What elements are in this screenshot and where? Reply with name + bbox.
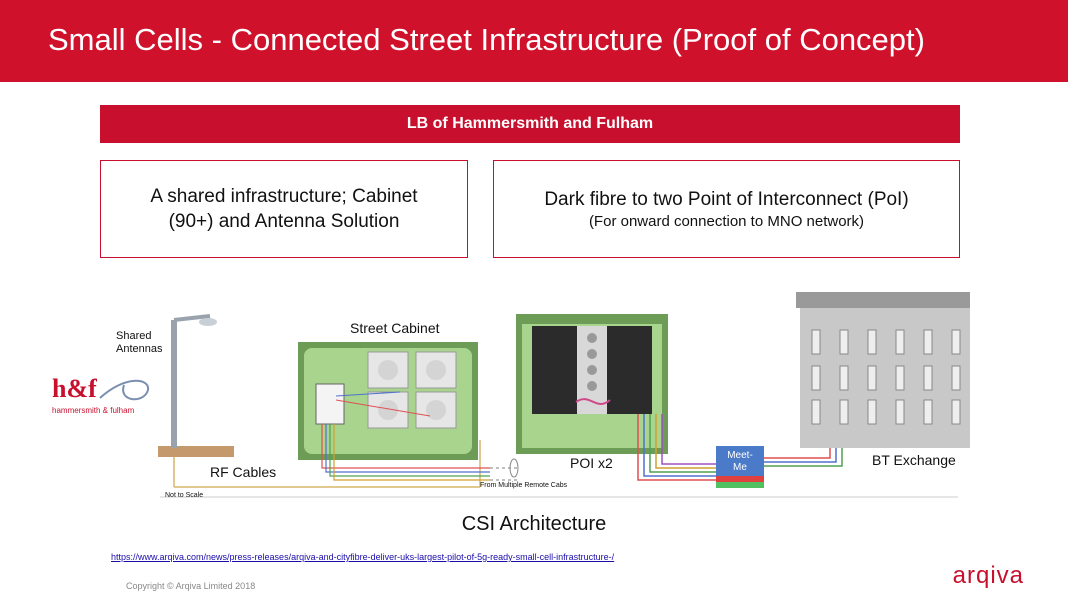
bt-exchange-building-icon xyxy=(796,292,970,448)
csi-architecture-diagram: Shared Antennas h&f hammersmith & fulham… xyxy=(40,280,970,510)
shared-antennas-label: Shared Antennas xyxy=(116,330,162,356)
title-bar: Small Cells - Connected Street Infrastru… xyxy=(0,0,1068,82)
info-box-shared-infrastructure: A shared infrastructure; Cabinet (90+) a… xyxy=(100,160,468,258)
diagram-caption: CSI Architecture xyxy=(461,513,607,535)
hf-logo-text: h&f xyxy=(52,374,97,403)
not-to-scale-label: Not to Scale xyxy=(165,492,204,499)
bt-exchange-label: BT Exchange xyxy=(872,452,956,468)
meet-me-label: Meet- Me xyxy=(716,450,764,474)
info-box-dark-fibre: Dark fibre to two Point of Interconnect … xyxy=(493,160,960,258)
hf-logo-subtext: hammersmith & fulham xyxy=(52,406,135,415)
info-box-line: A shared infrastructure; Cabinet xyxy=(150,186,418,207)
poi-label: POI x2 xyxy=(570,455,613,471)
press-release-link[interactable]: https://www.arqiva.com/news/press-releas… xyxy=(111,552,615,562)
info-box-subline: (For onward connection to MNO network) xyxy=(588,212,865,230)
meet-me-line: Me xyxy=(733,462,747,473)
shared-antennas-line: Antennas xyxy=(116,343,163,355)
meet-me-box-icon xyxy=(716,446,764,488)
street-lamp-icon xyxy=(158,314,234,457)
rf-cables-label: RF Cables xyxy=(210,464,277,480)
diagram-graphics xyxy=(99,292,970,498)
slide-title: Small Cells - Connected Street Infrastru… xyxy=(48,22,925,57)
street-cabinet-label: Street Cabinet xyxy=(350,320,440,336)
fibre-cables xyxy=(321,424,519,481)
hf-logo-icon xyxy=(99,379,150,401)
shared-antennas-line: Shared xyxy=(116,330,152,342)
arqiva-logo: arqiva xyxy=(952,562,1024,589)
poi-fibres xyxy=(637,414,716,481)
street-cabinet-icon xyxy=(298,342,478,460)
section-header: LB of Hammersmith and Fulham xyxy=(100,105,960,143)
poi-rack-icon xyxy=(516,314,668,454)
copyright-text: Copyright © Arqiva Limited 2018 xyxy=(126,581,256,591)
meet-me-line: Meet- xyxy=(727,450,753,461)
remote-cabs-label: From Multiple Remote Cabs xyxy=(480,482,568,489)
info-box-line: (90+) and Antenna Solution xyxy=(168,211,400,232)
info-box-line: Dark fibre to two Point of Interconnect … xyxy=(544,188,909,210)
